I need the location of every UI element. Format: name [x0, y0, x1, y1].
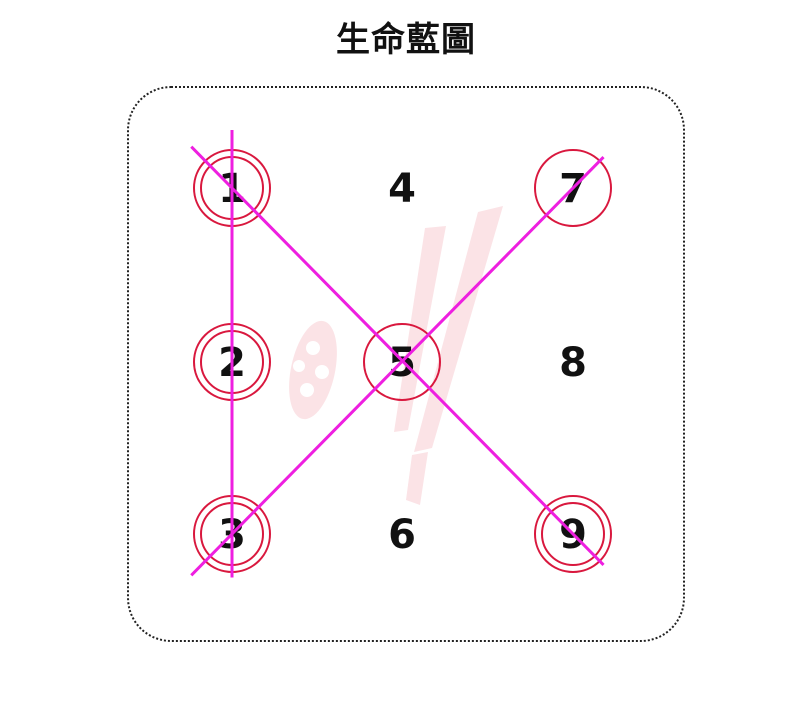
number-6: 6: [388, 512, 416, 558]
number-9-outer-circle: [534, 495, 612, 573]
number-5-outer-circle: [363, 323, 441, 401]
page-title: 生命藍圖: [336, 20, 476, 60]
number-grid-frame: [127, 86, 685, 642]
number-4: 4: [388, 166, 416, 212]
number-9-inner-circle: [541, 502, 605, 566]
line-1-5-9: [190, 145, 605, 567]
watermark-reel-hole: [315, 365, 329, 379]
number-8: 8: [559, 340, 587, 386]
watermark-reel-hole: [293, 360, 305, 372]
line-3-5-7: [190, 155, 605, 577]
watermark-reel-hole: [306, 341, 320, 355]
watermark-reel: [289, 320, 337, 420]
watermark-pen-tip: [406, 452, 428, 505]
watermark-brush-stroke-right: [414, 206, 503, 452]
watermark-reel-hole: [300, 383, 314, 397]
number-7-outer-circle: [534, 149, 612, 227]
